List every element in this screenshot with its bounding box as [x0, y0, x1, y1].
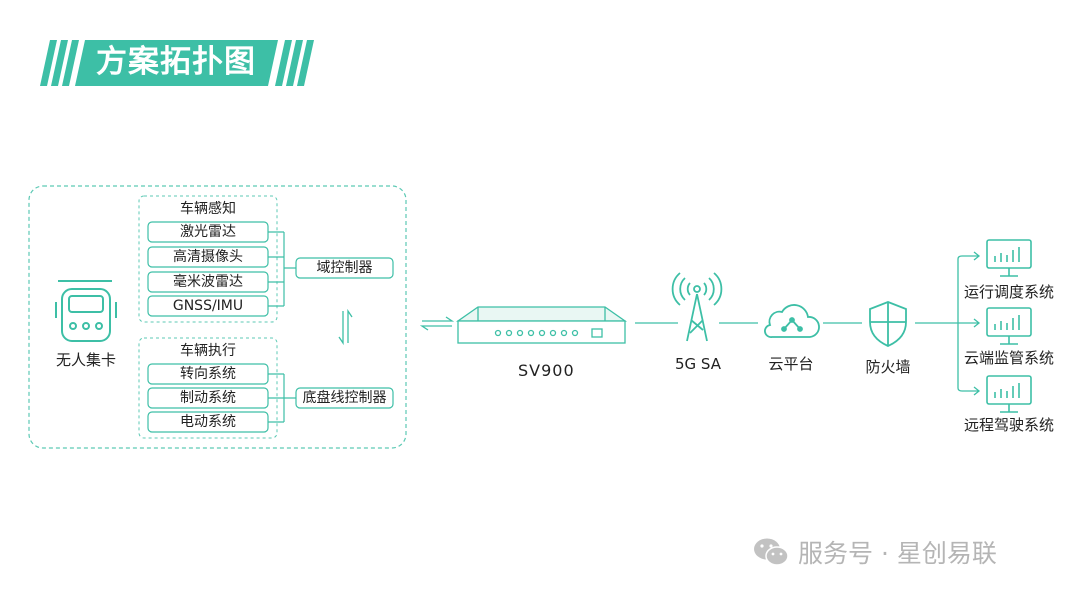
cloud-label: 云平台: [768, 355, 814, 373]
perception-item-radar: 毫米波雷达: [173, 274, 243, 290]
chassis-controller-label: 底盘线控制器: [302, 390, 387, 406]
system-label-remote-driving: 远程驾驶系统: [963, 416, 1054, 434]
execution-item-electric: 电动系统: [180, 414, 236, 430]
network-label: 5G SA: [675, 355, 721, 373]
wechat-icon: [754, 538, 789, 566]
execution-title: 车辆执行: [180, 343, 236, 359]
perception-group: [138, 195, 278, 323]
systems-branch: [957, 251, 981, 396]
monitor-icon: [986, 307, 1032, 345]
page-title: 方案拓扑图: [96, 44, 256, 80]
perception-item-lidar: 激光雷达: [180, 224, 236, 240]
execution-group: [138, 337, 278, 439]
shield-icon: [869, 301, 907, 347]
cloud-icon: [764, 304, 820, 338]
system-label-monitoring: 云端监管系统: [963, 349, 1054, 367]
truck-icon: [55, 280, 117, 342]
watermark: 服务号 · 星创易联: [752, 534, 997, 570]
perception-bracket: [268, 231, 296, 307]
system-label-dispatch: 运行调度系统: [963, 283, 1054, 301]
perception-item-camera: 高清摄像头: [173, 249, 243, 265]
router-label: SV900: [518, 361, 575, 380]
domain-controller-label: 域控制器: [316, 260, 373, 276]
tower-icon: [671, 272, 723, 342]
firewall-label: 防火墙: [865, 358, 911, 376]
watermark-text: 服务号 · 星创易联: [798, 539, 997, 568]
controller-link-arrow: [338, 308, 353, 346]
title-banner: [40, 40, 314, 86]
router-icon: [455, 306, 628, 344]
execution-item-braking: 制动系统: [180, 390, 236, 406]
truck-label: 无人集卡: [55, 351, 116, 369]
monitor-icon: [986, 239, 1032, 277]
vehicle-container: [28, 185, 407, 449]
perception-title: 车辆感知: [180, 201, 236, 217]
monitor-icon: [986, 375, 1032, 413]
vehicle-router-arrow: [419, 316, 455, 331]
execution-item-steering: 转向系统: [180, 366, 236, 382]
perception-item-gnss: GNSS/IMU: [172, 298, 244, 314]
execution-bracket: [268, 373, 296, 423]
